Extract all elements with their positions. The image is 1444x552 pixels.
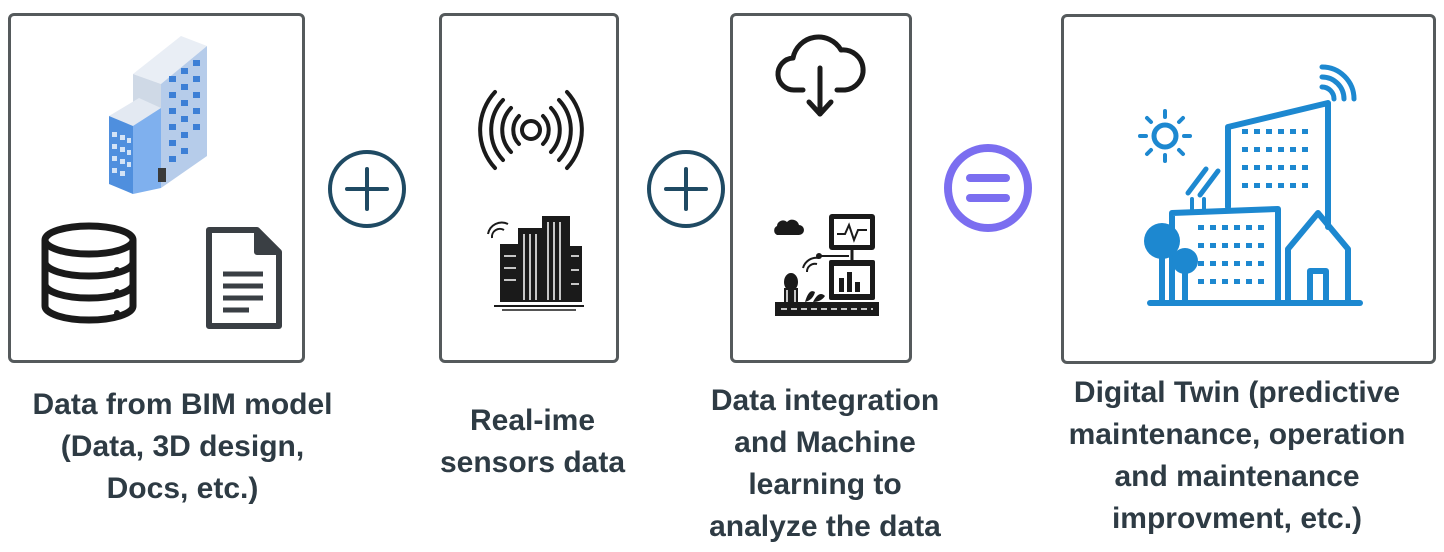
- cloud-download-icon: [775, 34, 866, 117]
- bim-data-panel: [8, 13, 305, 363]
- building-icon: [109, 36, 207, 194]
- digital-twin-panel: [1061, 14, 1436, 364]
- data-integration-panel: [730, 13, 912, 363]
- digital-city-icon: [1138, 64, 1363, 306]
- document-icon: [206, 227, 282, 329]
- sensors-panel: [439, 13, 619, 363]
- data-analysis-scene-icon: [774, 214, 879, 316]
- database-icon: [41, 222, 137, 324]
- step-label-integration: Data integration and Machine learning to…: [709, 384, 941, 543]
- step-label-sensors: Real-ime sensors data: [439, 404, 626, 479]
- step-label-bim: Data from BIM model (Data, 3D design, Do…: [32, 388, 333, 505]
- plus-operator: [326, 148, 408, 230]
- smart-building-icon: [487, 216, 584, 311]
- plus-operator: [645, 148, 727, 230]
- signal-broadcast-icon: [478, 90, 584, 170]
- step-label-digital-twin: Digital Twin (predictive maintenance, op…: [1068, 376, 1406, 535]
- equals-operator: [942, 142, 1034, 234]
